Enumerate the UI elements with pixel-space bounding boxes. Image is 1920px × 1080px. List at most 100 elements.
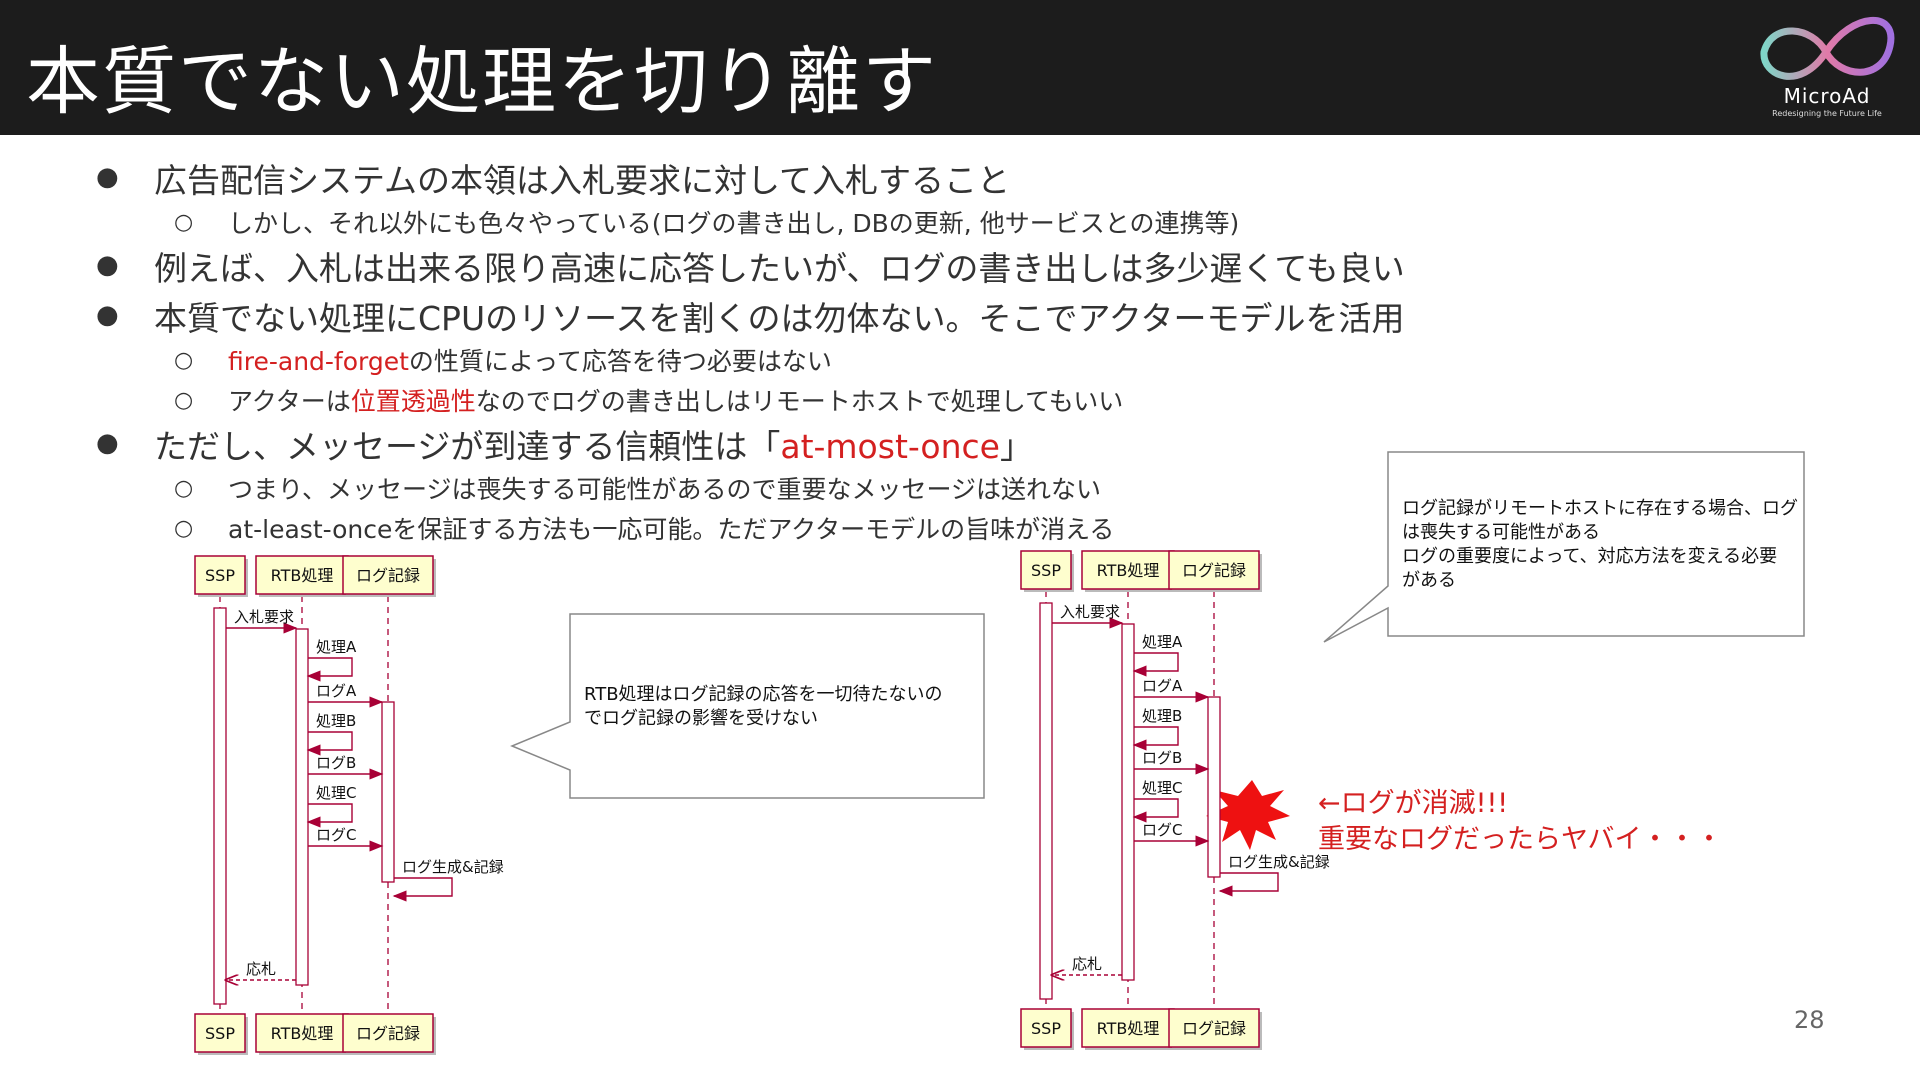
- participant-label: SSP: [1031, 1019, 1061, 1038]
- message-label: 処理A: [1142, 633, 1183, 651]
- left-note-line-1: RTB処理はログ記録の応答を一切待たないの: [584, 684, 943, 705]
- logo-tagline: Redesigning the Future Life: [1772, 109, 1882, 118]
- bullet-3-sub-2: アクターは位置透過性なのでログの書き出しはリモートホストで処理してもいい: [228, 382, 1123, 418]
- message-label: ログB: [1142, 749, 1182, 767]
- explosion-icon: [1206, 780, 1290, 850]
- participant-label: RTB処理: [271, 1024, 334, 1043]
- sub-bullet-marker: ○: [174, 388, 194, 413]
- self-message-arrow: [306, 803, 353, 828]
- participant-box: [1168, 550, 1260, 590]
- sub-bullet-marker: ○: [174, 476, 194, 501]
- activation-ssp: [213, 607, 227, 1005]
- message-label: ログ生成&記録: [1228, 853, 1330, 871]
- location-transparency-term: 位置透過性: [350, 387, 476, 416]
- sub-bullet-marker: ○: [174, 210, 194, 235]
- page-number: 28: [1794, 1006, 1825, 1034]
- sub-bullet-marker: ○: [174, 516, 194, 541]
- bullet-1: 広告配信システムの本領は入札要求に対して入札すること: [154, 161, 1011, 200]
- activation-ssp: [1039, 602, 1053, 1000]
- participant-label: SSP: [205, 566, 235, 585]
- bullet-4-sub-2: at-least-onceを保証する方法も一応可能。ただアクターモデルの旨味が消…: [228, 515, 1115, 544]
- message-label: ログB: [316, 754, 356, 772]
- participant-box: [342, 555, 434, 595]
- infinity-logo-icon: [1760, 17, 1895, 80]
- bullet-4-sub-1: つまり、メッセージは喪失する可能性があるので重要なメッセージは送れない: [228, 475, 1102, 504]
- bullet-3-sub-1: fire-and-forgetの性質によって応答を待つ必要はない: [228, 342, 832, 378]
- logo-name: MicroAd: [1783, 84, 1871, 108]
- bullet-3-sub-2-post: なのでログの書き出しはリモートホストで処理してもいい: [475, 387, 1124, 416]
- right-note-line-3: ログの重要度によって、対応方法を変える必要: [1402, 546, 1777, 567]
- at-most-once-term: at-most-once: [780, 427, 1000, 466]
- message-label: 処理A: [316, 638, 357, 656]
- bullet-marker: ●: [96, 250, 119, 280]
- activation-log: [1207, 696, 1221, 878]
- message-label: ログA: [1142, 677, 1183, 695]
- bullet-4: ただし、メッセージが到達する信頼性は「at-most-once」: [154, 420, 1033, 468]
- participant-box: [1081, 550, 1175, 590]
- participant-label: RTB処理: [1097, 1019, 1160, 1038]
- slide-title: 本質でない処理を切り離す: [26, 39, 938, 125]
- bullet-3: 本質でない処理にCPUのリソースを割くのは勿体ない。そこでアクターモデルを活用: [154, 299, 1405, 338]
- right-note-line-4: がある: [1402, 570, 1456, 591]
- message-label: ログC: [1142, 821, 1182, 839]
- participant-label: SSP: [1031, 561, 1061, 580]
- participant-label: ログ記録: [356, 1024, 420, 1043]
- message-label: 入札要求: [1060, 603, 1120, 621]
- participant-label: ログ記録: [1182, 561, 1246, 580]
- participant-box: [1020, 1008, 1072, 1048]
- right-note-line-1: ログ記録がリモートホストに存在する場合、ログ: [1402, 498, 1798, 519]
- participant-box: [194, 555, 246, 595]
- self-message-arrow: [1132, 652, 1179, 677]
- message-label: 処理C: [1142, 779, 1182, 797]
- fire-and-forget-term: fire-and-forget: [228, 347, 409, 376]
- message-label: ログC: [316, 826, 356, 844]
- participant-box: [255, 555, 349, 595]
- left-note: RTB処理はログ記録の応答を一切待たないの でログ記録の影響を受けない: [510, 613, 985, 799]
- microad-logo: MicroAd Redesigning the Future Life: [1752, 12, 1902, 124]
- bullet-4-post: 」: [999, 427, 1033, 466]
- sub-bullet-marker: ○: [174, 348, 194, 373]
- bullet-1-sub-1: しかし、それ以外にも色々やっている(ログの書き出し, DBの更新, 他サービスと…: [228, 209, 1240, 238]
- message-label: 応札: [1072, 955, 1102, 973]
- participant-box: [1168, 1008, 1260, 1048]
- participant-label: SSP: [205, 1024, 235, 1043]
- self-message-arrow: [1132, 726, 1179, 751]
- message-label: ログA: [316, 682, 357, 700]
- activation-rtb: [1121, 623, 1135, 981]
- slide-header: 本質でない処理を切り離す MicroAd Redesigning the Fut…: [0, 0, 1920, 135]
- bullet-3-sub-2-pre: アクターは: [228, 387, 351, 416]
- activation-log: [381, 701, 395, 883]
- participant-box: [342, 1013, 434, 1053]
- self-message-arrow: [1218, 872, 1279, 897]
- self-message-arrow: [306, 731, 353, 756]
- alert-line-1: ←ログが消滅!!!: [1318, 788, 1508, 819]
- message-label: ログ生成&記録: [402, 858, 504, 876]
- right-note-line-2: は喪失する可能性がある: [1402, 522, 1600, 543]
- self-message-arrow: [392, 877, 453, 902]
- alert-line-2: 重要なログだったらヤバイ・・・: [1318, 824, 1722, 855]
- message-label: 処理B: [316, 712, 356, 730]
- self-message-arrow: [306, 657, 353, 682]
- participant-label: RTB処理: [1097, 561, 1160, 580]
- participant-label: ログ記録: [1182, 1019, 1246, 1038]
- self-message-arrow: [1132, 798, 1179, 823]
- bullet-marker: ●: [96, 162, 119, 192]
- message-label: 入札要求: [234, 608, 294, 626]
- participant-label: RTB処理: [271, 566, 334, 585]
- message-label: 処理B: [1142, 707, 1182, 725]
- activation-rtb: [295, 628, 309, 986]
- left-note-line-2: でログ記録の影響を受けない: [584, 708, 818, 729]
- right-note: ログ記録がリモートホストに存在する場合、ログ は喪失する可能性がある ログの重要…: [1323, 451, 1805, 643]
- bullet-marker: ●: [96, 428, 119, 458]
- participant-box: [255, 1013, 349, 1053]
- participant-box: [1020, 550, 1072, 590]
- bullet-2: 例えば、入札は出来る限り高速に応答したいが、ログの書き出しは多少遅くても良い: [154, 249, 1405, 288]
- message-label: 処理C: [316, 784, 356, 802]
- bullet-4-pre: ただし、メッセージが到達する信頼性は「: [154, 427, 781, 466]
- participant-label: ログ記録: [356, 566, 420, 585]
- bullet-marker: ●: [96, 300, 119, 330]
- message-label: 応札: [246, 960, 276, 978]
